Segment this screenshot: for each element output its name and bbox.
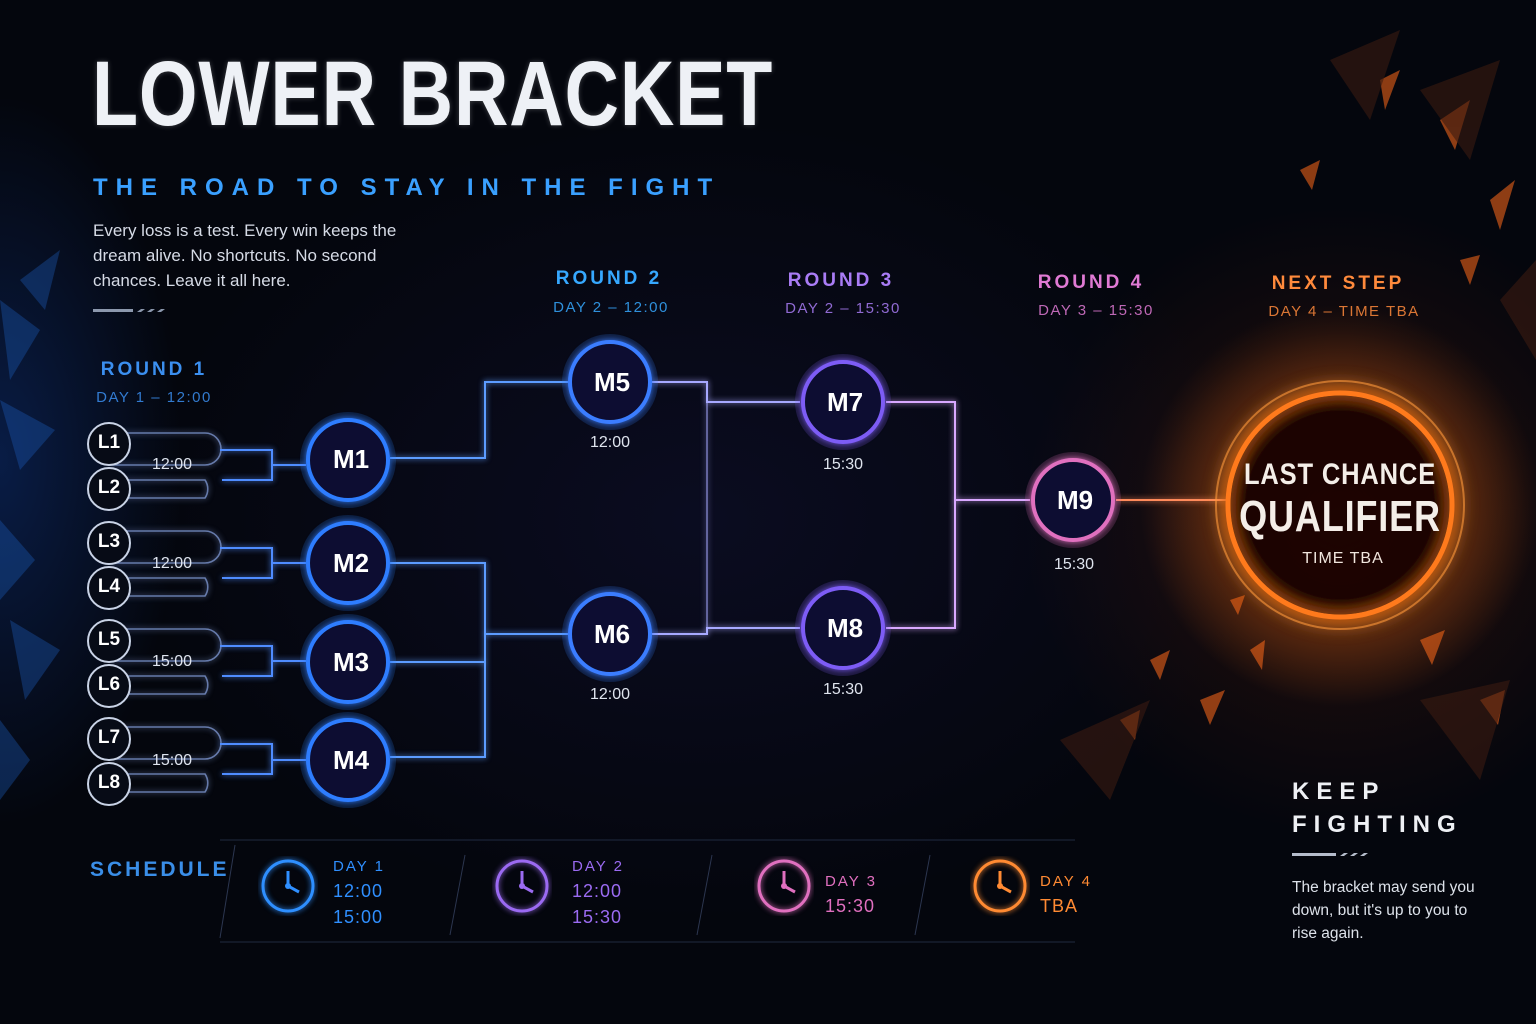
match-circles (300, 334, 1121, 808)
schedule-day-2-time: 15:30 (572, 907, 623, 927)
round2-title: ROUND 2 (555, 268, 663, 289)
seed-label-l7: L7 (97, 727, 121, 748)
final-time: TIME TBA (1302, 550, 1384, 567)
schedule-day-1-name: DAY 1 (333, 858, 385, 875)
clock-icon (261, 859, 315, 913)
match-m9-circle (1031, 458, 1115, 542)
match-m8-circle (801, 586, 885, 670)
final-line1: LAST CHANCE (1243, 458, 1437, 491)
match-m1-label: M1 (333, 444, 370, 474)
schedule-day-4-time: TBA (1040, 896, 1079, 916)
round4-sub: DAY 3 – 15:30 (1038, 302, 1154, 319)
schedule-day-2-time: 12:00 (572, 881, 623, 901)
match-m7-circle (801, 360, 885, 444)
schedule-label: SCHEDULE (90, 858, 230, 881)
seed-label-l5: L5 (97, 629, 121, 650)
intro-divider (93, 309, 165, 312)
schedule-day-2-name: DAY 2 (572, 858, 624, 875)
pair-time-4: 15:00 (151, 752, 193, 769)
round3-sub: DAY 2 – 15:30 (785, 300, 901, 317)
match-m6-time: 12:00 (589, 686, 631, 703)
page-subtitle: THE ROAD TO STAY IN THE FIGHT (93, 174, 721, 201)
seed-circle-l1 (87, 422, 131, 466)
keep-fighting: KEEP FIGHTING (1292, 775, 1463, 841)
match-m6-label: M6 (594, 619, 631, 649)
match-m2-circle (306, 521, 390, 605)
seed-circle-l8 (87, 762, 131, 806)
seed-circle-l4 (87, 566, 131, 610)
seed-circle-l3 (87, 521, 131, 565)
schedule-day-4-name: DAY 4 (1040, 873, 1092, 890)
seed-circle-l2 (87, 467, 131, 511)
seed-circle-l5 (87, 619, 131, 663)
lcq-ring (1215, 380, 1465, 630)
seed-label-l8: L8 (97, 772, 121, 793)
match-m4-label: M4 (333, 745, 370, 775)
match-m7-label: M7 (827, 387, 864, 417)
round4-connectors (886, 401, 1030, 629)
match-m2-label: M2 (333, 548, 370, 578)
round1-sub: DAY 1 – 12:00 (96, 389, 212, 406)
match-m9-label: M9 (1057, 485, 1094, 515)
clock-icon (973, 859, 1027, 913)
seed-label-l2: L2 (97, 477, 121, 498)
seed-label-l6: L6 (97, 674, 121, 695)
keep-divider (1292, 853, 1368, 856)
keep-line1: KEEP (1292, 778, 1386, 805)
keep-line2: FIGHTING (1292, 811, 1463, 838)
schedule-day-1-time: 12:00 (333, 881, 384, 901)
clock-icon (495, 859, 549, 913)
clock-icon (757, 859, 811, 913)
round3-title: ROUND 3 (787, 270, 895, 291)
round2-connectors (390, 381, 568, 758)
match-m3-circle (306, 620, 390, 704)
next-step-title: NEXT STEP (1271, 273, 1405, 294)
seed-circle-l7 (87, 717, 131, 761)
left-shards (0, 250, 60, 800)
page-title: LOWER BRACKET (92, 43, 774, 145)
match-m8-label: M8 (827, 613, 864, 643)
schedule-day-3-name: DAY 3 (825, 873, 877, 890)
match-m7-time: 15:30 (822, 456, 864, 473)
seed-circles (87, 422, 131, 806)
match-m9-time: 15:30 (1053, 556, 1095, 573)
final-line2: QUALIFIER (1239, 492, 1441, 541)
round4-title: ROUND 4 (1037, 272, 1145, 293)
next-step-sub: DAY 4 – TIME TBA (1268, 303, 1420, 320)
round1-connectors (220, 449, 306, 775)
footer-text: The bracket may send you down, but it's … (1292, 879, 1475, 942)
round3-connectors (652, 381, 800, 635)
pair-time-1: 12:00 (151, 456, 193, 473)
schedule-day-1-time: 15:00 (333, 907, 384, 927)
seed-label-l4: L4 (97, 576, 121, 597)
match-m3-label: M3 (333, 647, 370, 677)
match-m6-circle (568, 592, 652, 676)
match-m8-time: 15:30 (822, 681, 864, 698)
intro-text: Every loss is a test. Every win keeps th… (93, 221, 397, 290)
schedule-day-3-time: 15:30 (825, 896, 876, 916)
round1-title: ROUND 1 (100, 359, 208, 380)
match-m5-circle (568, 340, 652, 424)
round2-sub: DAY 2 – 12:00 (553, 299, 669, 316)
pair-time-3: 15:00 (151, 653, 193, 670)
match-m1-circle (306, 418, 390, 502)
pair-time-2: 12:00 (151, 555, 193, 572)
match-m5-time: 12:00 (589, 434, 631, 451)
match-m5-label: M5 (594, 367, 631, 397)
seed-label-l3: L3 (97, 531, 121, 552)
match-m4-circle (306, 718, 390, 802)
seed-label-l1: L1 (97, 432, 121, 453)
seed-circle-l6 (87, 664, 131, 708)
